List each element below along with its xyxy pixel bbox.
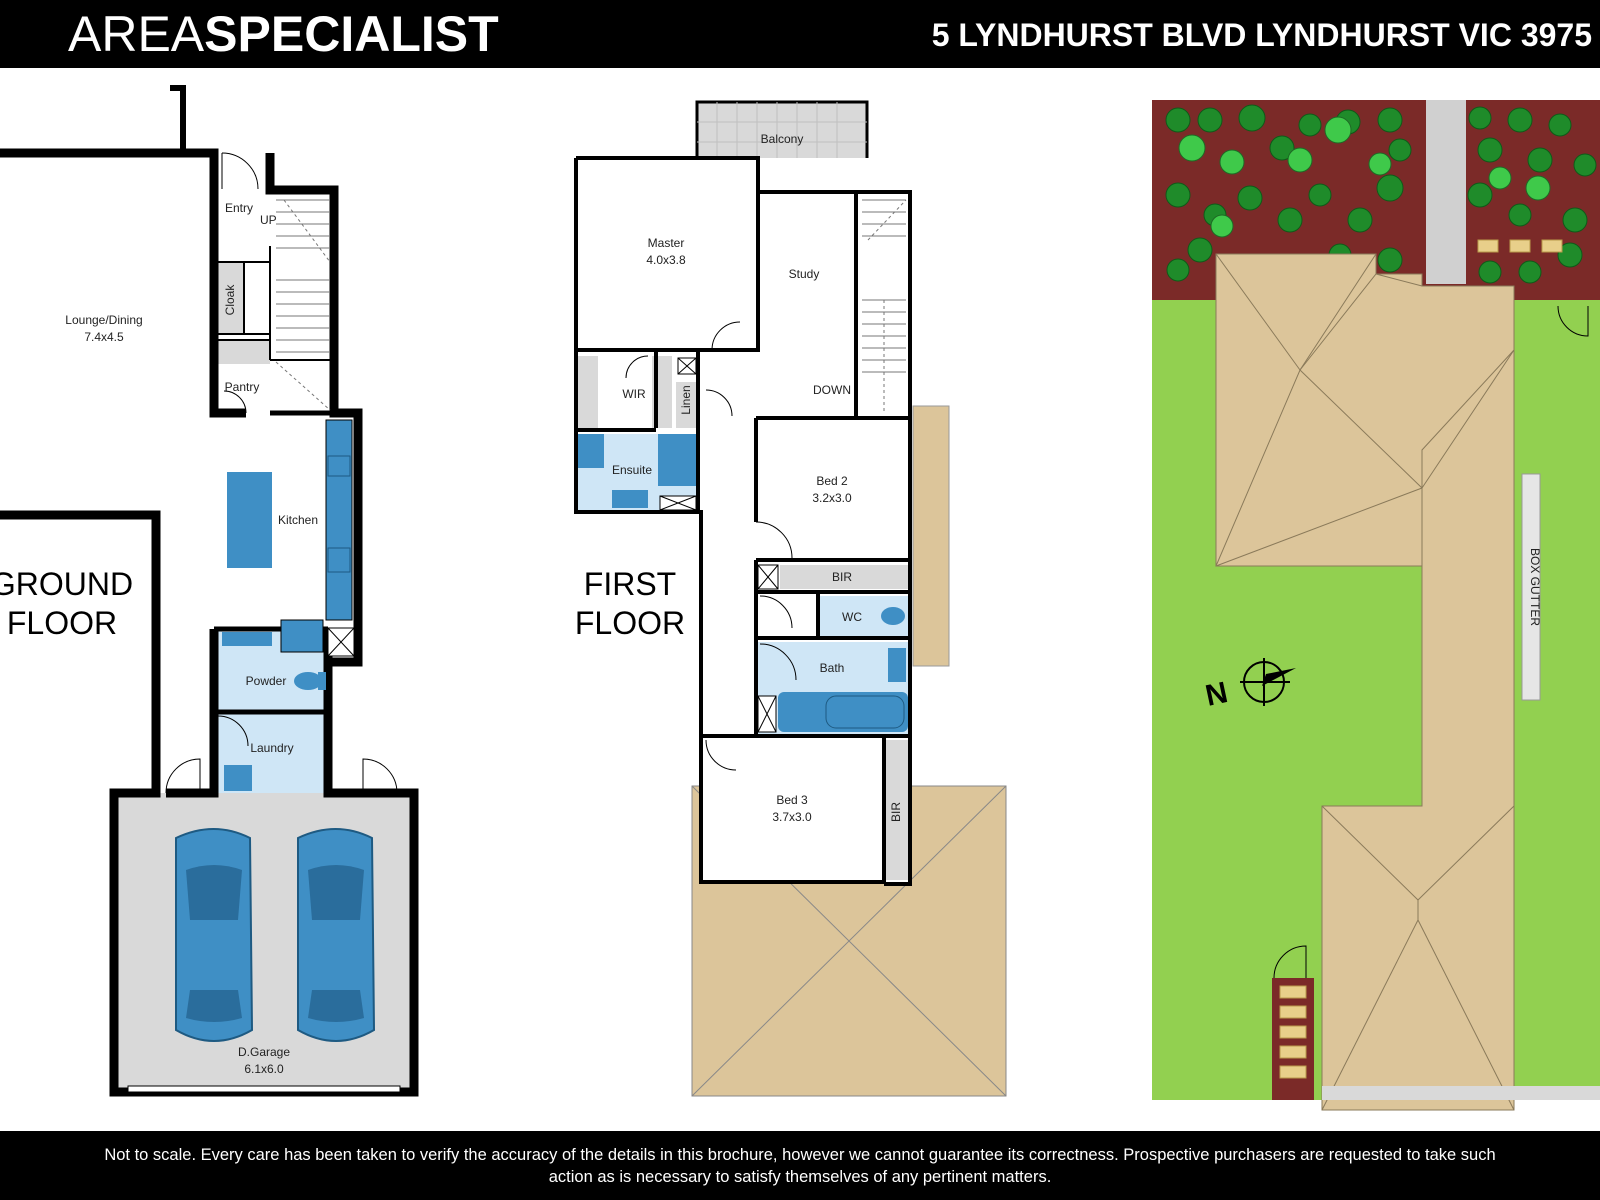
first-floor-title-2: FLOOR [575, 605, 685, 641]
kitchen-sink [327, 547, 351, 573]
powder-label: Powder [246, 674, 287, 688]
garage-door [127, 1085, 401, 1093]
site-plan: BOX GUTTER N [1152, 100, 1600, 1111]
bed2-size: 3.2x3.0 [812, 491, 852, 505]
first-floor-title-1: FIRST [584, 566, 676, 602]
ensuite-label: Ensuite [612, 463, 652, 477]
bir-bed2 [780, 565, 908, 589]
ground-floor-title-2: FLOOR [7, 605, 117, 641]
front-gate [1557, 305, 1589, 337]
cooktop [327, 455, 351, 477]
bath-vanity [888, 648, 906, 682]
pantry-door-swing [223, 390, 247, 414]
brand-logo: AREASPECIALIST [68, 6, 499, 62]
rear-paving [1322, 1086, 1600, 1100]
kitchen-corner-bench [280, 619, 324, 653]
cloak-label: Cloak [223, 284, 237, 316]
pantry-shelf [214, 340, 270, 364]
ensuite-vanity [612, 490, 648, 508]
garage-rear-door [362, 758, 398, 794]
powder-toilet [294, 672, 322, 690]
lounge-label: Lounge/Dining [65, 313, 142, 327]
study-label: Study [789, 267, 820, 281]
entry-door-swing [221, 152, 259, 190]
kitchen-label: Kitchen [278, 513, 318, 527]
master-size: 4.0x3.8 [646, 253, 686, 267]
car-right [297, 828, 376, 1042]
linen-cupboard [676, 382, 698, 428]
ensuite-toilet [578, 434, 604, 468]
pantry-label: Pantry [225, 380, 260, 394]
roof-strip [912, 405, 950, 667]
kitchen-island [227, 472, 272, 568]
master-label: Master [648, 236, 685, 250]
bed3-size: 3.7x3.0 [772, 810, 812, 824]
bir-bed3 [884, 740, 908, 880]
ensuite-shower [658, 434, 698, 486]
floor-plan-diagram: Entry UP Lounge/Dining 7.4x4.5 Cloak Pan… [0, 85, 1600, 1111]
down-label: DOWN [813, 383, 851, 397]
first-stairs [862, 199, 907, 412]
footer-bar [0, 1131, 1600, 1200]
brand-light: AREA [68, 6, 205, 62]
car-left [175, 828, 254, 1042]
bathtub [778, 692, 908, 732]
front-path [1426, 100, 1466, 284]
ground-floor-title-1: GROUND [0, 566, 133, 602]
powder-vanity [222, 632, 272, 646]
entry-label: Entry [225, 201, 253, 215]
up-label: UP [260, 213, 277, 227]
garage-side-door [165, 758, 201, 794]
box-gutter [1521, 473, 1541, 701]
house-roof [1215, 253, 1515, 1111]
linen-label: Linen [679, 385, 693, 414]
lounge-size: 7.4x4.5 [84, 330, 124, 344]
garden-trees [1165, 104, 1597, 284]
disclaimer-text: Not to scale. Every care has been taken … [104, 1146, 1496, 1186]
property-address: 5 LYNDHURST BLVD LYNDHURST VIC 3975 [931, 17, 1592, 53]
bath-label: Bath [820, 661, 845, 675]
ground-stairs [275, 199, 331, 411]
wc-label: WC [842, 610, 862, 624]
first-floor-walls [574, 156, 912, 886]
wc-toilet [881, 607, 905, 625]
bed3-label: Bed 3 [776, 793, 808, 807]
ground-floor-plan: Entry UP Lounge/Dining 7.4x4.5 Cloak Pan… [0, 85, 419, 1097]
laundry-trough [224, 765, 252, 791]
side-gate [1273, 945, 1307, 979]
header-bar [0, 0, 1600, 68]
wir-label: WIR [622, 387, 646, 401]
brand-bold: SPECIALIST [204, 6, 499, 62]
garage-size: 6.1x6.0 [244, 1062, 284, 1076]
cloak-floor [214, 262, 244, 334]
bir-bed3-label: BIR [889, 802, 903, 822]
kitchen-bench [325, 419, 353, 621]
pavers [1477, 239, 1563, 253]
bed2-label: Bed 2 [816, 474, 848, 488]
box-gutter-label: BOX GUTTER [1528, 548, 1542, 626]
garage-label: D.Garage [238, 1045, 290, 1059]
first-floor-plan: Balcony Master 4.0x3.8 Study WIR Linen D… [574, 100, 1007, 1097]
bir-bed2-label: BIR [832, 570, 852, 584]
wir-shelf-left [578, 356, 598, 428]
balcony-label: Balcony [761, 132, 804, 146]
first-floor-doors [625, 321, 797, 771]
laundry-label: Laundry [250, 741, 293, 755]
